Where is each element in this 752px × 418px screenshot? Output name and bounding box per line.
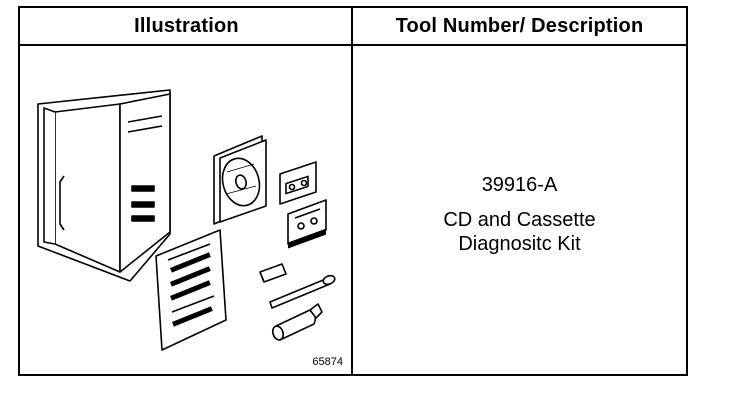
column-divider [351,8,353,374]
illustration-cell: 65874 [20,46,351,374]
eraser-block-icon [259,263,287,283]
instruction-sheet-icon [155,229,227,351]
cassette-tape-icon [287,199,327,249]
figure-number: 65874 [312,356,343,368]
kit-illustration [37,89,336,351]
header-illustration: Illustration [20,8,353,46]
tool-number: 39916-A [481,174,558,196]
cleaning-bottle-icon [271,303,323,341]
binder-manual-icon [37,89,171,282]
tool-description: CD and Cassette Diagnositc Kit [353,208,686,256]
tool-description-line: CD and Cassette [443,209,596,231]
description-cell: 39916-A CD and Cassette Diagnositc Kit [353,46,686,374]
header-tool-number-description: Tool Number/ Description [353,8,686,46]
compact-disc-icon [213,135,267,225]
cassette-tape-icon [279,161,317,205]
cleaning-swab-icon [269,274,336,309]
tool-description-line: Diagnositc Kit [458,233,581,255]
tool-table: Illustration Tool Number/ Description [18,6,688,376]
